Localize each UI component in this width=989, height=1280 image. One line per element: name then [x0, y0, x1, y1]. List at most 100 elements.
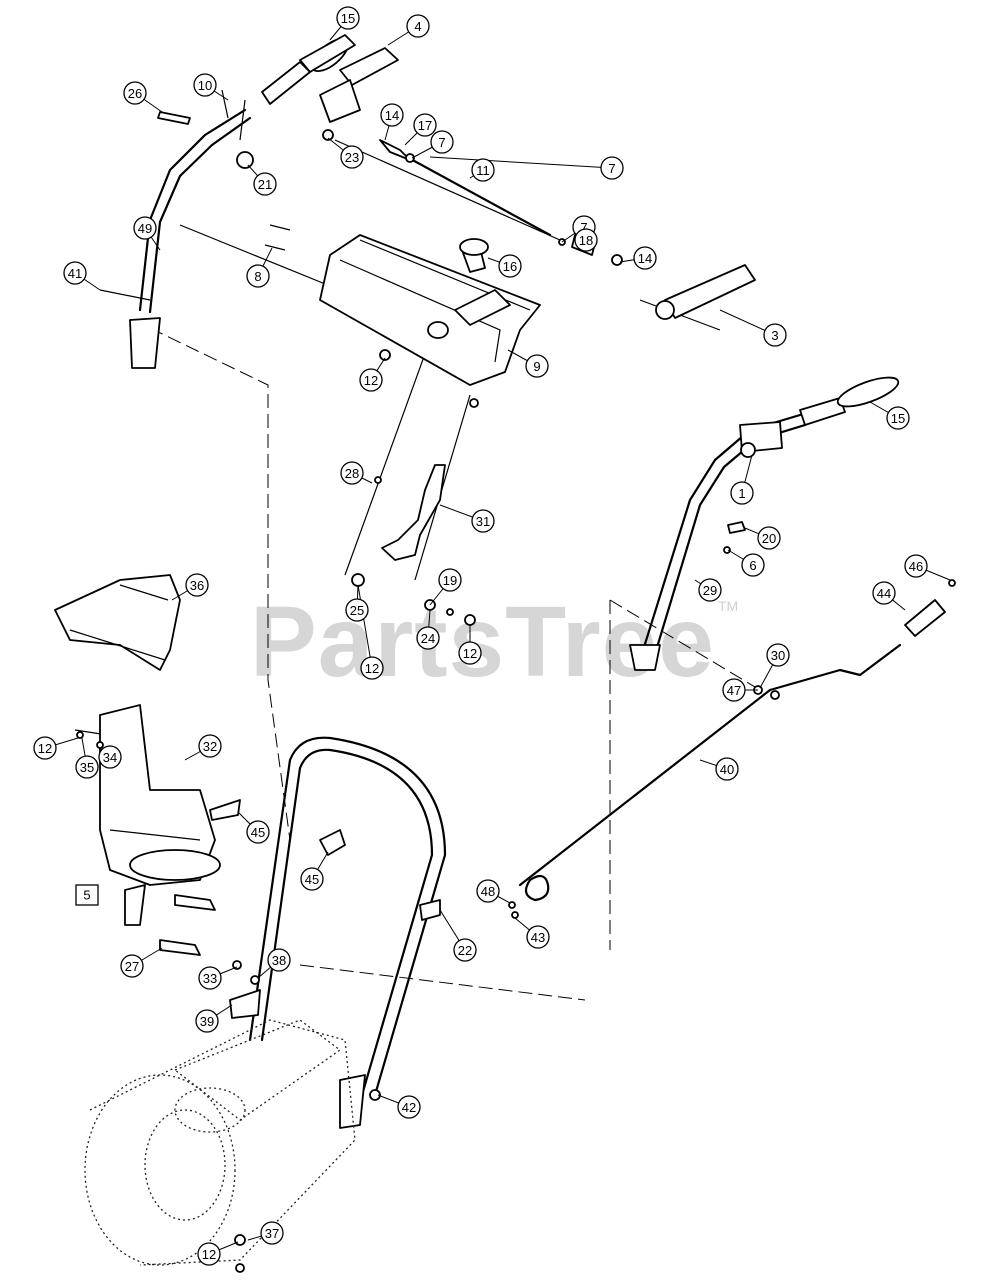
callout-number: 12 [364, 373, 378, 388]
callout-12: 12 [458, 641, 482, 665]
callout-number: 16 [503, 259, 517, 274]
callout-30: 30 [766, 643, 790, 667]
callout-number: 3 [771, 328, 778, 343]
callout-number: 11 [476, 163, 490, 178]
callout-35: 35 [75, 755, 99, 779]
callout-38: 38 [267, 948, 291, 972]
callout-number: 32 [203, 739, 217, 754]
shift-bracket [351, 464, 476, 626]
callout-25: 25 [345, 598, 369, 622]
callout-number: 40 [720, 762, 734, 777]
callout-45: 45 [246, 820, 270, 844]
assembly-box-label: 5 [75, 884, 99, 906]
part-callouts: 1346777891011121212121214141515161718192… [33, 6, 951, 1266]
callout-number: 4 [414, 19, 421, 34]
callout-number: 35 [80, 760, 94, 775]
callout-4: 4 [406, 14, 430, 38]
callout-7: 7 [600, 156, 624, 180]
callout-39: 39 [195, 1009, 219, 1033]
callout-number: 28 [345, 466, 359, 481]
callout-number: 30 [771, 648, 785, 663]
callout-number: 41 [68, 266, 82, 281]
chute-crank [508, 579, 956, 919]
callout-number: 38 [272, 953, 286, 968]
lower-handle [248, 736, 447, 1129]
callout-1: 1 [730, 481, 754, 505]
callout-49: 49 [133, 216, 157, 240]
lower-hardware [234, 1234, 246, 1273]
callout-45: 45 [300, 867, 324, 891]
callout-number: 46 [909, 559, 923, 574]
callout-leader [429, 156, 613, 169]
callout-10: 10 [193, 73, 217, 97]
callout-29: 29 [698, 578, 722, 602]
callout-number: 7 [580, 220, 587, 235]
callout-15: 15 [886, 406, 910, 430]
callout-33: 33 [198, 966, 222, 990]
callout-7: 7 [430, 130, 454, 154]
hardware-bits [99, 89, 479, 484]
callout-number: 45 [305, 872, 319, 887]
callout-22: 22 [453, 938, 477, 962]
callout-9: 9 [525, 354, 549, 378]
discharge-chute [54, 574, 261, 1019]
callout-number: 36 [190, 578, 204, 593]
callout-number: 17 [418, 118, 432, 133]
callout-11: 11 [471, 158, 495, 182]
callout-number: 31 [476, 514, 490, 529]
callout-26: 26 [123, 81, 147, 105]
callout-number: 45 [251, 825, 265, 840]
callout-12: 12 [360, 656, 384, 680]
callout-number: 43 [531, 930, 545, 945]
callout-number: 49 [138, 221, 152, 236]
callout-24: 24 [416, 626, 440, 650]
callout-14: 14 [380, 103, 404, 127]
callout-number: 27 [125, 959, 139, 974]
callout-46: 46 [904, 554, 928, 578]
callout-19: 19 [438, 568, 462, 592]
callout-number: 18 [579, 233, 593, 248]
callout-number: 44 [877, 586, 891, 601]
callout-42: 42 [397, 1095, 421, 1119]
upper-handle-right [629, 264, 900, 671]
callout-48: 48 [476, 879, 500, 903]
callout-16: 16 [498, 254, 522, 278]
callout-21: 21 [253, 172, 277, 196]
callout-number: 24 [421, 631, 435, 646]
callout-15: 15 [336, 6, 360, 30]
callout-number: 19 [443, 573, 457, 588]
callout-number: 15 [341, 11, 355, 26]
callout-36: 36 [185, 573, 209, 597]
callout-number: 14 [385, 108, 399, 123]
callout-number: 34 [103, 750, 117, 765]
callout-number: 33 [203, 971, 217, 986]
callout-28: 28 [340, 461, 364, 485]
callout-number: 10 [198, 78, 212, 93]
callout-12: 12 [359, 368, 383, 392]
callout-number: 22 [458, 943, 472, 958]
callout-number: 25 [350, 603, 364, 618]
handle-grip-upper [319, 47, 399, 141]
callout-6: 6 [741, 553, 765, 577]
callout-17: 17 [413, 113, 437, 137]
callout-number: 15 [891, 411, 905, 426]
callout-number: 21 [258, 177, 272, 192]
callout-8: 8 [246, 264, 270, 288]
callout-3: 3 [763, 323, 787, 347]
callout-number: 12 [463, 646, 477, 661]
callout-number: 7 [438, 135, 445, 150]
callout-number: 29 [703, 583, 717, 598]
callout-number: 6 [749, 558, 756, 573]
callout-number: 47 [727, 683, 741, 698]
callout-number: 12 [365, 661, 379, 676]
callout-number: 39 [200, 1014, 214, 1029]
callout-27: 27 [120, 954, 144, 978]
callout-number: 23 [345, 150, 359, 165]
svg-text:5: 5 [83, 888, 90, 903]
engine-housing-outline [84, 1019, 356, 1266]
callout-number: 1 [738, 486, 745, 501]
callout-31: 31 [471, 509, 495, 533]
callout-47: 47 [722, 678, 746, 702]
callout-number: 12 [38, 741, 52, 756]
